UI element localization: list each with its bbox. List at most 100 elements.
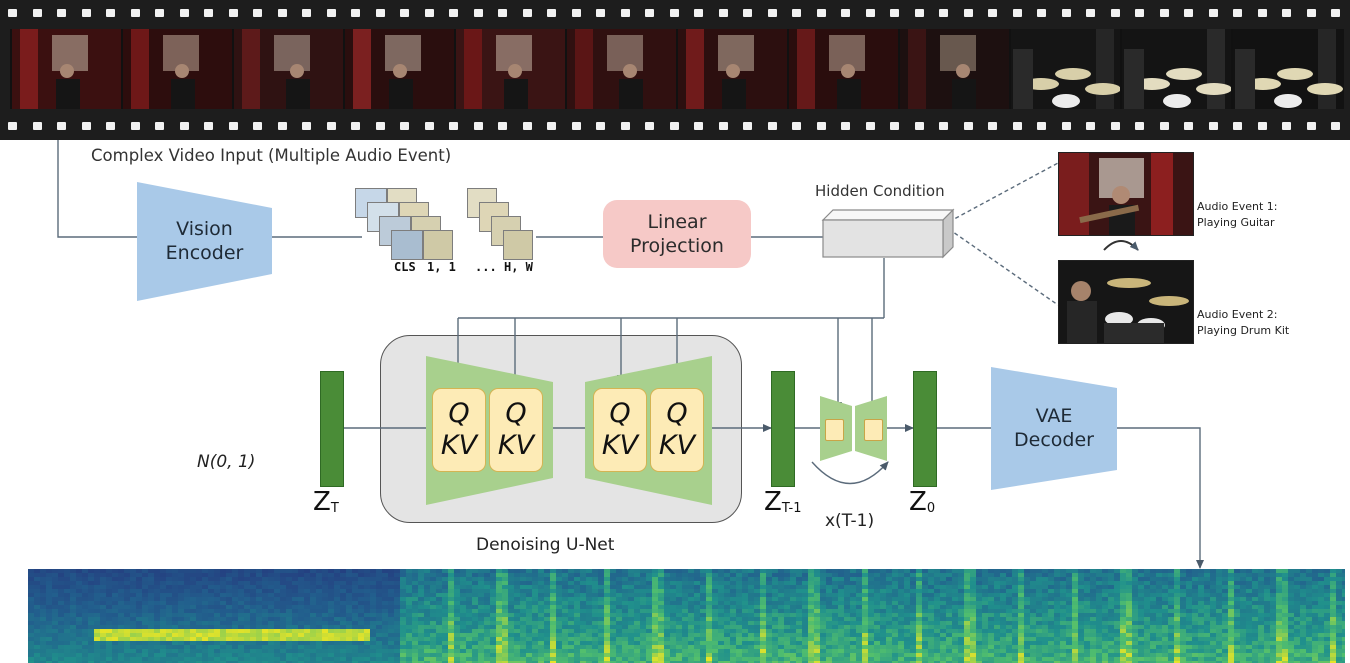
spectrogram-cell (556, 617, 562, 621)
spectrogram-cell (1162, 649, 1168, 653)
spectrogram-cell (310, 657, 316, 661)
spectrogram-cell (532, 653, 538, 657)
spectrogram-cell (820, 625, 826, 629)
spectrogram-cell (1210, 569, 1216, 573)
spectrogram-cell (970, 629, 976, 633)
spectrogram-cell (514, 601, 520, 605)
spectrogram-cell (208, 637, 214, 641)
spectrogram-cell (808, 649, 814, 653)
spectrogram-cell (502, 653, 508, 657)
spectrogram-cell (1018, 649, 1024, 653)
spectrogram-cell (598, 625, 604, 629)
spectrogram-cell (94, 649, 100, 653)
spectrogram-cell (580, 593, 586, 597)
spectrogram-cell (598, 629, 604, 633)
spectrogram-cell (64, 569, 70, 573)
spectrogram-cell (982, 601, 988, 605)
spectrogram-cell (946, 569, 952, 573)
spectrogram-cell (1144, 577, 1150, 581)
spectrogram-cell (988, 621, 994, 625)
spectrogram-cell (1078, 593, 1084, 597)
spectrogram-cell (1210, 613, 1216, 617)
spectrogram-cell (268, 597, 274, 601)
spectrogram-cell (640, 641, 646, 645)
spectrogram-cell (298, 641, 304, 645)
spectrogram-cell (814, 621, 820, 625)
spectrogram-cell (562, 661, 568, 663)
spectrogram-cell (370, 601, 376, 605)
spectrogram-cell (916, 657, 922, 661)
spectrogram-cell (862, 601, 868, 605)
spectrogram-cell (748, 609, 754, 613)
spectrogram-cell (214, 657, 220, 661)
spectrogram-cell (1150, 657, 1156, 661)
spectrogram-cell (1030, 569, 1036, 573)
spectrogram-cell (214, 629, 220, 633)
spectrogram-cell (352, 653, 358, 657)
spectrogram-cell (922, 609, 928, 613)
spectrogram-cell (520, 641, 526, 645)
spectrogram-cell (712, 641, 718, 645)
film-sprocket-hole (620, 122, 630, 130)
spectrogram-cell (676, 577, 682, 581)
spectrogram-cell (1078, 629, 1084, 633)
spectrogram-cell (436, 649, 442, 653)
spectrogram-cell (808, 589, 814, 593)
spectrogram-cell (952, 649, 958, 653)
spectrogram-cell (304, 609, 310, 613)
spectrogram-cell (490, 601, 496, 605)
film-sprockets-top (0, 9, 1350, 19)
spectrogram-cell (148, 633, 154, 637)
spectrogram-cell (1048, 609, 1054, 613)
spectrogram-cell (1180, 601, 1186, 605)
spectrogram-cell (616, 637, 622, 641)
spectrogram-cell (400, 641, 406, 645)
spectrogram-cell (196, 617, 202, 621)
film-sprocket-hole (326, 122, 336, 130)
spectrogram-cell (268, 593, 274, 597)
spectrogram-cell (532, 621, 538, 625)
spectrogram-cell (1030, 629, 1036, 633)
dashed-to-event2 (942, 224, 1059, 306)
spectrogram-cell (352, 649, 358, 653)
spectrogram-cell (64, 621, 70, 625)
spectrogram-cell (142, 645, 148, 649)
spectrogram-cell (802, 641, 808, 645)
spectrogram-cell (448, 649, 454, 653)
spectrogram-cell (616, 605, 622, 609)
spectrogram-cell (1072, 601, 1078, 605)
spectrogram-cell (868, 661, 874, 663)
spectrogram-cell (238, 585, 244, 589)
spectrogram-cell (328, 609, 334, 613)
spectrogram-cell (1066, 621, 1072, 625)
spectrogram-cell (640, 621, 646, 625)
spectrogram-cell (400, 597, 406, 601)
spectrogram-cell (34, 637, 40, 641)
spectrogram-cell (916, 633, 922, 637)
spectrogram-cell (202, 589, 208, 593)
spectrogram-cell (820, 609, 826, 613)
spectrogram-cell (1168, 649, 1174, 653)
spectrogram-cell (1054, 601, 1060, 605)
spectrogram-cell (1150, 633, 1156, 637)
spectrogram-cell (376, 625, 382, 629)
spectrogram-cell (82, 605, 88, 609)
spectrogram-cell (484, 593, 490, 597)
spectrogram-cell (346, 649, 352, 653)
spectrogram-cell (232, 637, 238, 641)
spectrogram-cell (628, 621, 634, 625)
spectrogram-cell (580, 625, 586, 629)
spectrogram-cell (220, 653, 226, 657)
spectrogram-cell (256, 597, 262, 601)
spectrogram-cell (646, 645, 652, 649)
spectrogram-cell (952, 661, 958, 663)
spectrogram-cell (700, 589, 706, 593)
spectrogram-cell (1174, 657, 1180, 661)
spectrogram-cell (1048, 613, 1054, 617)
spectrogram-cell (532, 585, 538, 589)
spectrogram-cell (1024, 645, 1030, 649)
spectrogram-cell (1114, 601, 1120, 605)
spectrogram-cell (532, 573, 538, 577)
spectrogram-cell (376, 569, 382, 573)
spectrogram-cell (184, 605, 190, 609)
